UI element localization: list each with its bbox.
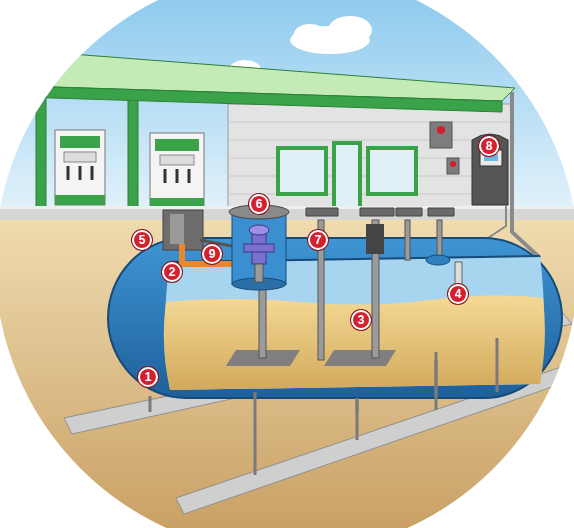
clouds-part — [294, 24, 326, 44]
dispensers-part — [165, 169, 189, 183]
dispensers — [55, 130, 204, 208]
dispensers-part — [55, 130, 105, 205]
slab-edge — [0, 206, 574, 209]
building-part — [334, 143, 360, 213]
callout-number: 3 — [351, 310, 371, 330]
building-part — [430, 122, 452, 148]
callout-number: 8 — [479, 136, 499, 156]
building-part-part — [228, 140, 513, 141]
building-part — [368, 148, 416, 194]
callout-number: 6 — [249, 194, 269, 214]
turbine-sump-part — [232, 212, 286, 284]
building — [228, 104, 513, 216]
building-part — [447, 158, 459, 174]
callout-number: 2 — [162, 262, 182, 282]
turbine-sump-part — [244, 244, 274, 252]
sky — [0, 0, 574, 216]
storage-tank — [108, 238, 562, 398]
callout-number: 1 — [138, 367, 158, 387]
manholes-part — [306, 208, 454, 216]
dispenser-sump-part — [170, 214, 184, 244]
canopy-part — [20, 86, 502, 112]
dispensers-part — [155, 139, 199, 151]
tank-internals-part — [324, 350, 396, 366]
callout-number: 7 — [308, 230, 328, 250]
callout-number: 5 — [132, 230, 152, 250]
tank-internals-part — [259, 280, 266, 358]
canopy — [20, 52, 515, 208]
anchor-straps-part — [254, 398, 257, 475]
tank-internals — [226, 220, 442, 366]
dispensers-part — [64, 152, 96, 162]
building-part — [450, 161, 456, 167]
canopy-part — [128, 98, 138, 208]
vent-pipe — [512, 92, 540, 258]
building-part — [228, 104, 513, 216]
concrete-slab — [0, 206, 574, 220]
tank-internals-part — [437, 220, 442, 258]
dispensers-part — [55, 195, 105, 205]
building-part — [472, 134, 508, 205]
building-part-part — [228, 122, 513, 123]
storage-tank-part — [108, 238, 562, 398]
anchor-straps-part — [496, 338, 499, 392]
building-part — [437, 126, 445, 134]
callout-number: 4 — [448, 284, 468, 304]
dispensers-part — [160, 155, 194, 165]
anchor-straps-part — [149, 396, 152, 412]
callout-number: 9 — [202, 244, 222, 264]
anchor-straps-part — [435, 360, 438, 410]
dispensers-part — [60, 136, 100, 148]
building-part — [278, 148, 326, 194]
turbine-sump-part — [255, 264, 263, 282]
anchor-straps-part — [254, 392, 257, 398]
tank-internals-part — [366, 224, 384, 254]
canopy-part — [36, 95, 46, 207]
dispensers-part — [68, 166, 92, 180]
turbine-sump — [229, 205, 289, 290]
soil — [0, 216, 574, 528]
clouds-part — [328, 16, 372, 44]
manholes — [306, 208, 454, 216]
storage-tank-part — [164, 295, 545, 390]
dispensers-part — [150, 133, 204, 208]
tank-internals-part — [405, 220, 410, 260]
anchor-straps-part — [356, 398, 359, 440]
building-part — [228, 122, 513, 194]
turbine-sump-part — [249, 225, 269, 235]
probe-part — [426, 255, 450, 265]
